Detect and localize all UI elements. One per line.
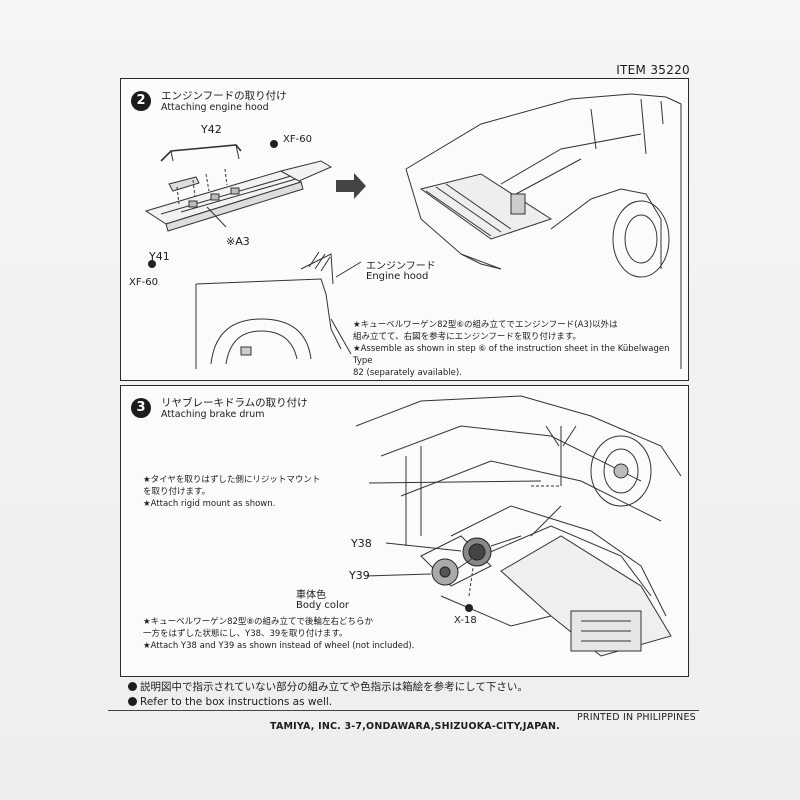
- screw-x18-icon: [465, 604, 473, 612]
- hood-parts-drawing: [144, 144, 333, 232]
- body-color-en: Body color: [296, 600, 350, 611]
- step-2-note-en-1: ★Assemble as shown in step ⑥ of the inst…: [353, 344, 670, 366]
- footer-note-en-row: Refer to the box instructions as well.: [128, 695, 528, 710]
- step-3-note-1-en: ★Attach rigid mount as shown.: [143, 499, 276, 509]
- step-3-title-en: Attaching brake drum: [161, 409, 265, 420]
- screw-top-icon: [270, 140, 278, 148]
- vehicle-rear-drawing: [405, 93, 682, 369]
- bullet-icon: [128, 682, 137, 691]
- step-3-panel: 3 リヤブレーキドラムの取り付け Attaching brake drum: [120, 385, 689, 677]
- step-3-illustration: [355, 395, 682, 657]
- footer-note-jp: 説明図中で指示されていない部分の組み立てや色指示は箱絵を参考にして下さい。: [140, 681, 528, 693]
- part-y39-label: Y39: [349, 569, 370, 582]
- printed-in: PRINTED IN PHILIPPINES: [577, 712, 696, 723]
- company-address: TAMIYA, INC. 3-7,ONDAWARA,SHIZUOKA-CITY,…: [270, 721, 560, 732]
- hood-label-jp: エンジンフード: [366, 261, 436, 272]
- part-y38-label: Y38: [351, 537, 372, 550]
- step-3-number: 3: [131, 398, 151, 418]
- hood-label-en: Engine hood: [366, 271, 429, 282]
- step-3-note-2-jp-1: ★キューベルワーゲン82型⑧の組み立てで後輪左右どちらか: [143, 617, 374, 627]
- part-xf60-bottom-label: XF-60: [129, 277, 158, 288]
- step-3-note-1-jp-2: を取り付けます。: [143, 487, 211, 497]
- part-xf60-top-label: XF-60: [283, 134, 312, 145]
- step-2-note-jp-1: ★キューベルワーゲン82型⑥の組み立てでエンジンフード(A3)以外は: [353, 320, 618, 330]
- item-code: ITEM 35220: [616, 63, 690, 77]
- footer-divider: [108, 710, 699, 711]
- step-3-note-2-en: ★Attach Y38 and Y39 as shown instead of …: [143, 641, 415, 651]
- vehicle-side-drawing: [195, 251, 362, 369]
- step-2-note-en-2: 82 (separately available).: [353, 368, 462, 378]
- step-3-title-jp: リヤブレーキドラムの取り付け: [161, 397, 308, 409]
- bullet-icon: [128, 697, 137, 706]
- part-x18-label: X-18: [454, 615, 477, 626]
- brake-drum-parts: [364, 480, 542, 612]
- step-3-note-1-jp-1: ★タイヤを取りはずした側にリジットマウント: [143, 475, 321, 485]
- part-y41-label: Y41: [149, 250, 170, 263]
- step-2-note: ★キューベルワーゲン82型⑥の組み立てでエンジンフード(A3)以外は 組み立てて…: [353, 319, 688, 379]
- arrow-right-icon: [336, 173, 366, 199]
- screw-bottom-icon: [148, 260, 156, 268]
- footer-note-jp-row: 説明図中で指示されていない部分の組み立てや色指示は箱絵を参考にして下さい。: [128, 680, 528, 695]
- footer-notes: 説明図中で指示されていない部分の組み立てや色指示は箱絵を参考にして下さい。 Re…: [128, 680, 528, 710]
- step-2-note-jp-2: 組み立てて、右図を参考にエンジンフードを取り付けます。: [353, 332, 581, 342]
- step-2-title-jp: エンジンフードの取り付け: [161, 90, 287, 102]
- step-3-note-2: ★キューベルワーゲン82型⑧の組み立てで後輪左右どちらか 一方をはずした状態にし…: [143, 616, 414, 652]
- step-2-title-en: Attaching engine hood: [161, 102, 269, 113]
- part-a3-label: ※A3: [226, 235, 250, 248]
- step-3-note-2-jp-2: 一方をはずした状態にし、Y38、39を取り付けます。: [143, 629, 348, 639]
- part-y42-label: Y42: [201, 123, 222, 136]
- step-3-note-1: ★タイヤを取りはずした側にリジットマウント を取り付けます。 ★Attach r…: [143, 474, 320, 510]
- step-2-number: 2: [131, 91, 151, 111]
- body-color-jp: 車体色: [296, 590, 326, 601]
- chassis-underside-drawing: [355, 395, 682, 657]
- step-2-illustration: [144, 93, 682, 369]
- step-2-panel: 2 エンジンフードの取り付け Attaching engine hood: [120, 78, 689, 381]
- footer-note-en: Refer to the box instructions as well.: [140, 696, 333, 708]
